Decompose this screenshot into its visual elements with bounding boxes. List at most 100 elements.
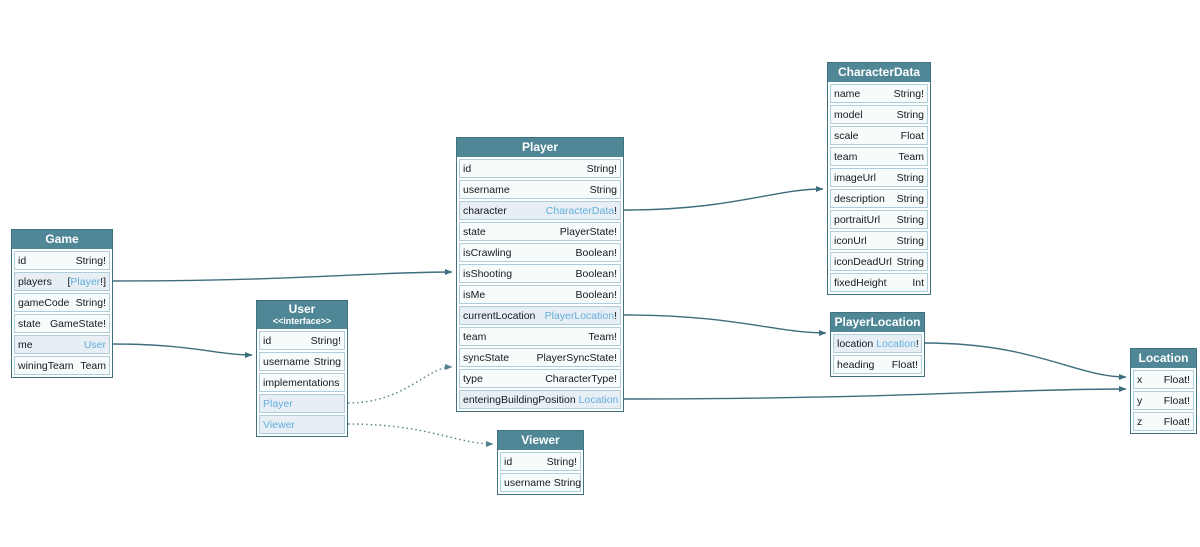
field-type: Boolean! [575,246,617,259]
field-type: PlayerState! [559,225,617,238]
field-name: currentLocation [463,309,536,322]
type-link[interactable]: User [83,338,106,351]
field-name: scale [834,129,859,142]
field-type: CharacterType! [545,372,617,385]
field-name: gameCode [18,296,70,309]
field-name: isMe [463,288,486,301]
type-suffix: !] [100,275,106,288]
field-type: Team [80,359,106,372]
field-row-id[interactable]: id String! [500,452,581,471]
node-title-text: Game [45,232,79,246]
node-title-characterdata[interactable]: CharacterData [828,63,930,82]
field-name: id [504,455,513,468]
type-link[interactable]: Location [578,393,619,406]
edge-player-enteringbuildingposition-to-location[interactable] [623,386,1127,400]
field-name: fixedHeight [834,276,887,289]
field-type: Team! [588,330,617,343]
field-type: String [896,171,924,184]
field-row-winingTeam[interactable]: winingTeam Team [14,356,110,375]
edge-user-player-to-player[interactable] [347,364,453,404]
node-title-playerlocation[interactable]: PlayerLocation [831,313,924,332]
field-name: type [463,372,483,385]
implementation-type-link[interactable]: Viewer [263,418,295,431]
field-row-players[interactable]: players[Player!] [14,272,110,291]
node-title-player[interactable]: Player [457,138,623,157]
type-link[interactable]: Location [876,337,916,350]
edge-player-currentlocation-to-playerlocation[interactable] [623,314,827,336]
node-title-user[interactable]: User<<interface>> [257,301,347,329]
field-row-type[interactable]: type CharacterType! [459,369,621,388]
node-title-viewer[interactable]: Viewer [498,431,583,450]
field-type: String! [586,162,617,175]
node-title-game[interactable]: Game [12,230,112,249]
type-link[interactable]: Player [70,275,101,288]
field-row-Player[interactable]: Player [259,394,345,413]
type-link[interactable]: PlayerLocation [544,309,615,322]
field-type: Location [579,394,619,406]
field-name: syncState [463,351,510,364]
type-link[interactable]: CharacterData [545,204,615,217]
node-title-location[interactable]: Location [1131,349,1196,368]
field-name: z [1137,415,1143,428]
edge-player-character-to-characterdata[interactable] [623,186,824,211]
field-name: me [18,338,33,351]
field-type: String! [546,455,577,468]
field-row-implementations[interactable]: implementations [259,373,345,392]
edge-playerlocation-location-to-location[interactable] [924,342,1127,380]
field-type: Float! [1163,394,1190,407]
field-name: x [1137,373,1143,386]
edge-game-players-to-player[interactable] [112,269,453,282]
field-row-Viewer[interactable]: Viewer [259,415,345,434]
field-type: Location! [876,338,919,350]
field-type: Boolean! [575,267,617,280]
implementation-type-link[interactable]: Player [263,397,293,410]
field-name: location [837,337,874,350]
edge-user-viewer-to-viewer[interactable] [347,423,494,447]
field-row-me[interactable]: me User [14,335,110,354]
field-name: winingTeam [18,359,74,372]
edge-game-me-to-user[interactable] [112,343,253,358]
